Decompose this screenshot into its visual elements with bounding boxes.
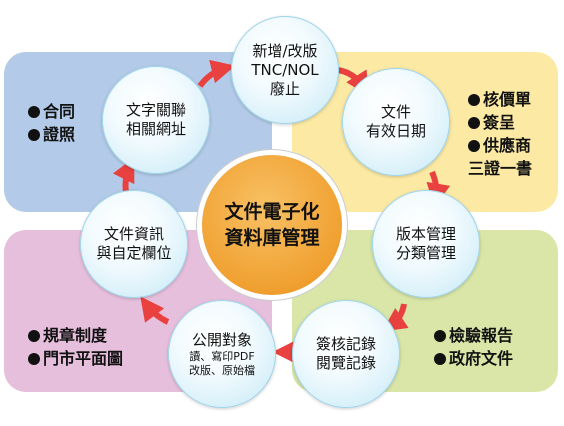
node-version-management: 版本管理 分類管理 <box>372 190 480 298</box>
node-signoff-records: 簽核記錄 閱覽記錄 <box>292 300 400 408</box>
bullet-item: 簽呈 <box>468 111 532 134</box>
bullet-dot-icon <box>28 129 40 141</box>
bullet-dot-icon <box>28 106 40 118</box>
bullet-item: 證照 <box>28 123 75 146</box>
arrow-version-to-review <box>382 303 409 332</box>
bullet-item: 核價單 <box>468 88 532 111</box>
bullet-dot-icon <box>28 353 40 365</box>
bullet-item: 供應商 <box>468 134 532 157</box>
bullet-dot-icon <box>434 330 446 342</box>
node-new-revise-retire: 新增/改版 TNC/NOL 廢止 <box>231 16 339 124</box>
bullet-item: 政府文件 <box>434 347 513 370</box>
bullet-item: 合同 <box>28 100 75 123</box>
quadrant-top-left-list: 合同 證照 <box>28 100 75 146</box>
bullet-dot-icon <box>434 353 446 365</box>
bullet-dot-icon <box>468 117 480 129</box>
bullet-item: 三證一書 <box>468 159 533 178</box>
bullet-item: 規章制度 <box>28 324 123 347</box>
center-hub: 文件電子化 資料庫管理 <box>202 155 342 295</box>
arrow-related-to-new <box>197 59 236 88</box>
node-related-links: 文字關聯 相關網址 <box>102 66 210 174</box>
bullet-dot-icon <box>468 94 480 106</box>
quadrant-bottom-left-list: 規章制度 門市平面圖 <box>28 324 123 370</box>
node-publish-targets: 公開對象 讀、寫印PDF 改版、原始檔 <box>168 300 276 408</box>
bullet-item: 檢驗報告 <box>434 324 513 347</box>
bullet-dot-icon <box>28 330 40 342</box>
node-document-info: 文件資訊 與自定欄位 <box>80 190 188 298</box>
arrow-info-to-related <box>112 157 135 193</box>
quadrant-bottom-right-list: 檢驗報告 政府文件 <box>434 324 513 370</box>
bullet-item: 門市平面圖 <box>28 347 123 370</box>
arrow-publish-to-info <box>140 296 170 325</box>
node-document-validity: 文件 有效日期 <box>342 68 450 176</box>
bullet-dot-icon <box>468 140 480 152</box>
quadrant-top-right-list: 核價單 簽呈 供應商 三證一書 <box>468 88 532 180</box>
